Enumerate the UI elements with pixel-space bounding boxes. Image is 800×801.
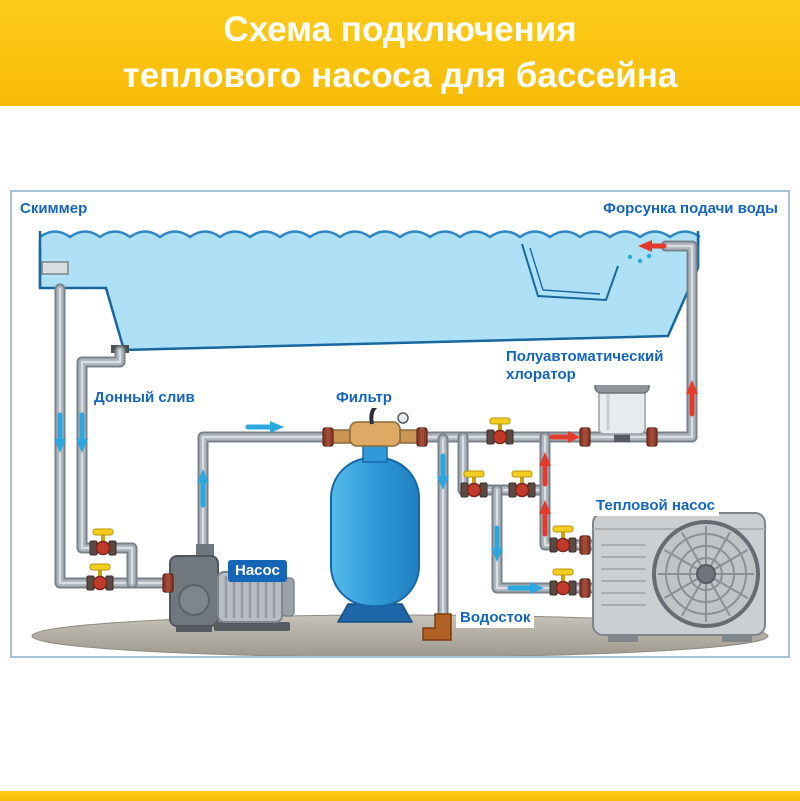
pool-sump-outline [521,243,619,302]
valve-icon [508,470,536,498]
valve-icon [549,525,577,553]
label-filter: Фильтр [332,388,396,408]
diagram-canvas [31,230,769,656]
motor-fins [224,576,276,618]
title-banner: Схема подключения теплового насоса для б… [0,0,800,106]
title-line-1: Схема подключения [223,10,577,49]
pool-sump-detail [529,247,601,295]
label-drain: Водосток [456,608,535,628]
hot-flow-arrows [539,240,698,537]
title-line-2: теплового насоса для бассейна [122,56,678,95]
pump-unit [169,544,295,632]
pool-water-surface [40,231,700,248]
label-skimmer: Скиммер [16,199,92,219]
cold-flow-arrows [54,412,544,594]
hp-vents [601,544,646,606]
label-bottom-drain: Донный слив [90,388,199,408]
jet-stream-icon [627,253,652,264]
valve-icon [549,568,577,596]
label-nozzle: Форсунка подачи воды [599,199,782,219]
pressure-gauge-icon [397,412,409,424]
valve-icon [486,417,514,445]
waste-elbow-icon [422,613,452,641]
valve-icon [89,528,117,556]
bottom-accent-bar [0,791,800,801]
skimmer-icon [41,261,69,275]
label-chlorinator: Полуавтоматический хлоратор [502,347,668,385]
filter-unit [330,398,420,623]
label-pump: Насос [228,560,287,582]
label-chlorinator-line2: хлоратор [506,366,576,383]
label-chlorinator-line1: Полуавтоматический [506,348,664,365]
heat-pump-unit [592,512,766,642]
valve-icon [86,563,114,591]
fan-icon [652,520,760,628]
pool [38,230,701,353]
diagram-frame: Скиммер Форсунка подачи воды Донный слив… [10,190,790,658]
valve-icon [460,470,488,498]
multiport-valve [349,421,401,447]
label-heat-pump: Тепловой насос [592,496,719,516]
waterline [39,230,701,239]
